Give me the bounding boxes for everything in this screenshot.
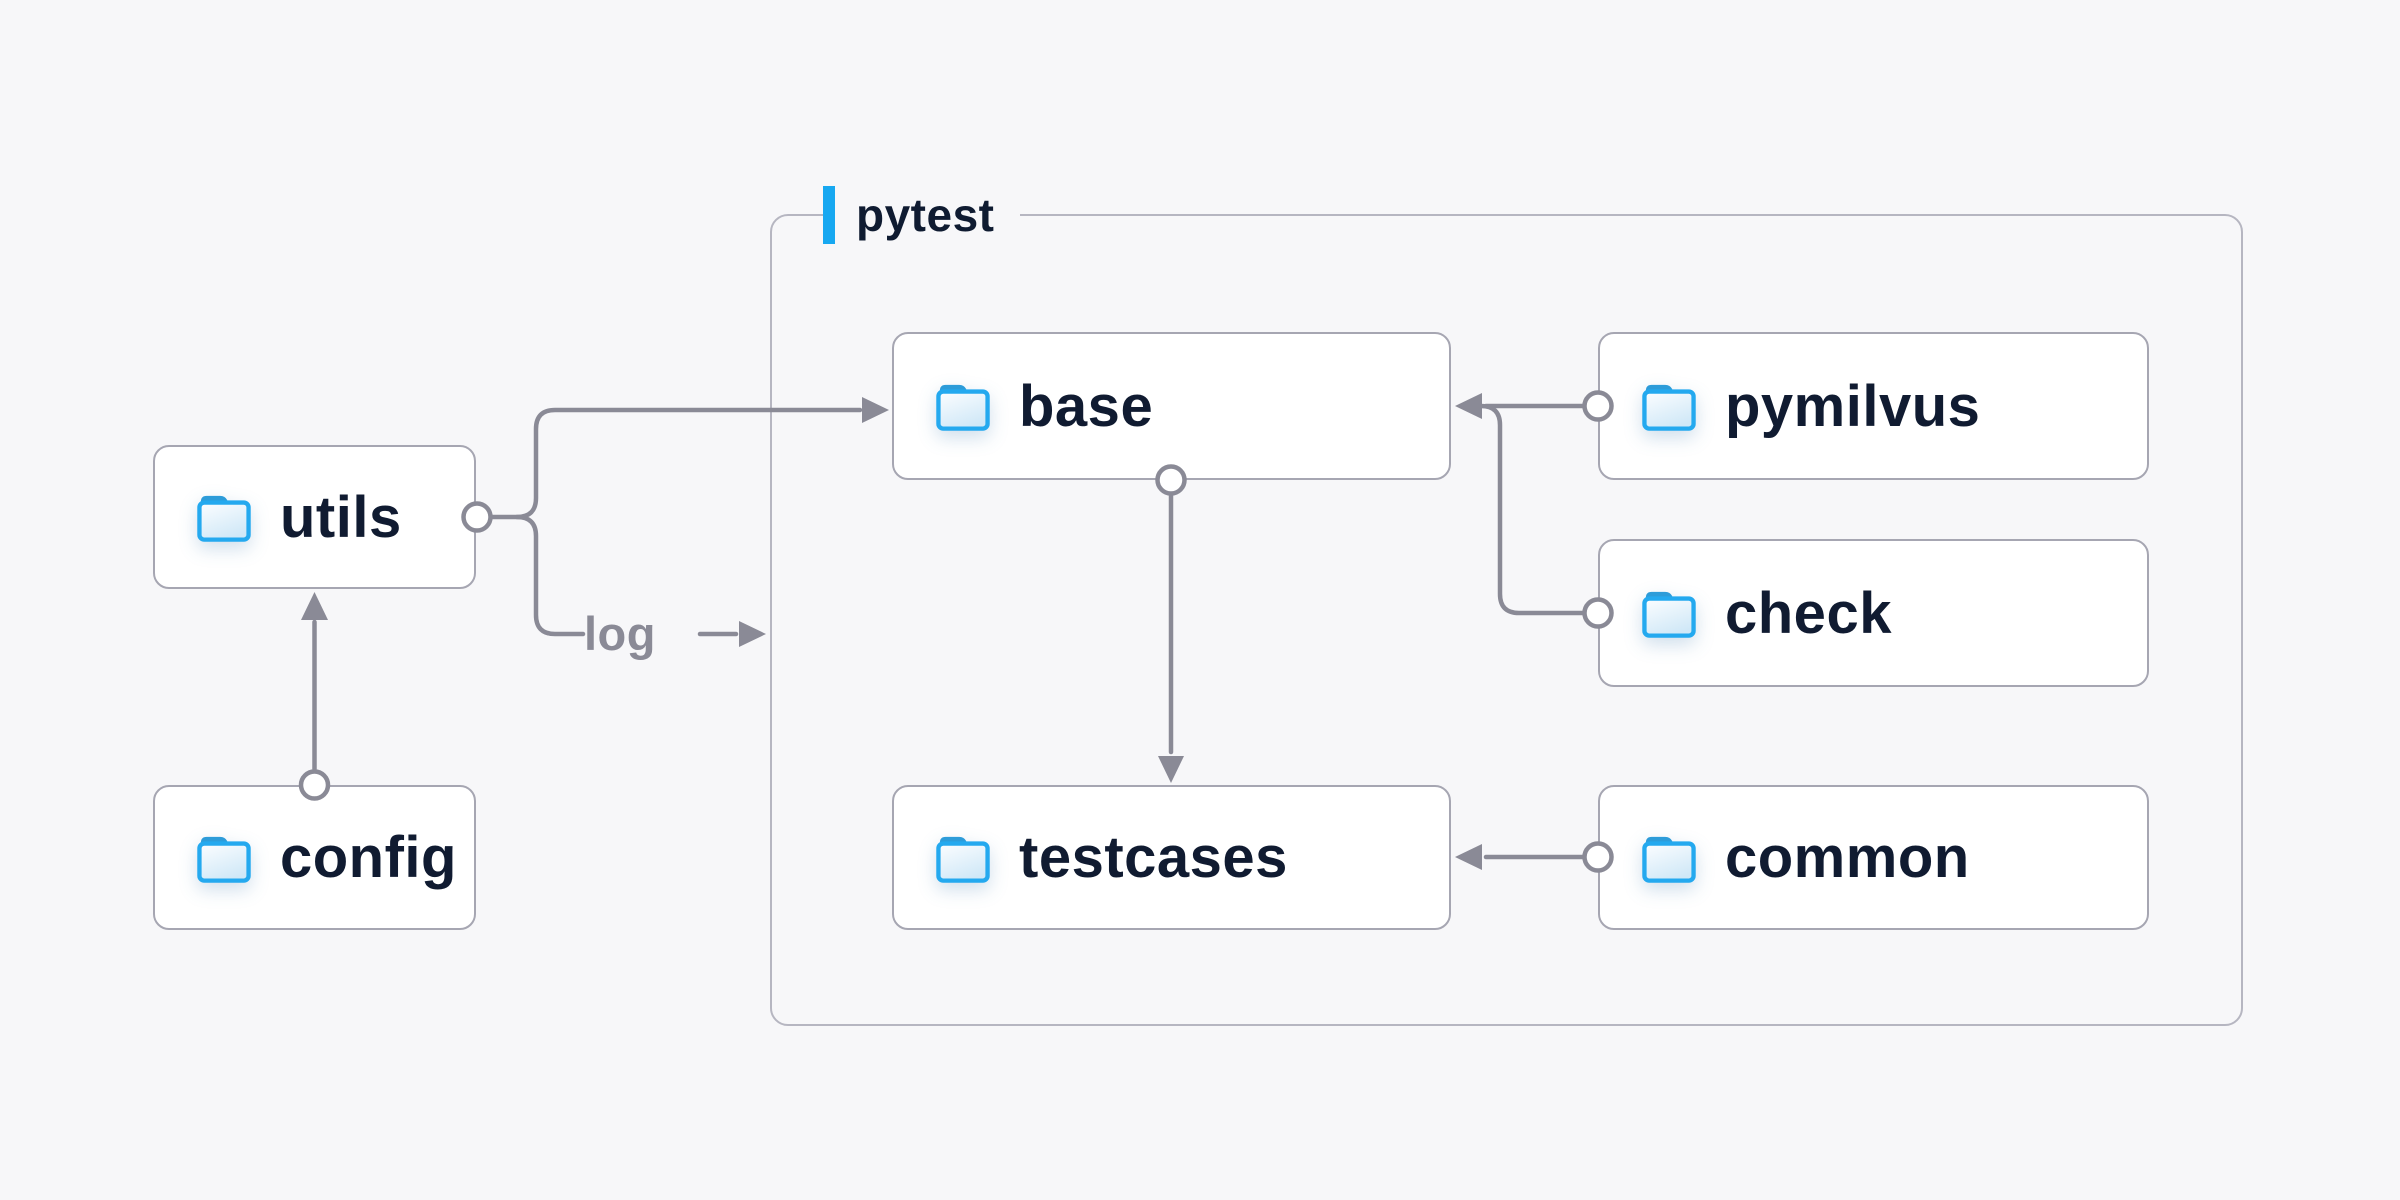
node-check: check xyxy=(1598,539,2149,687)
arrowhead-into-utils xyxy=(301,592,328,620)
node-label: pymilvus xyxy=(1725,373,1981,439)
node-label: check xyxy=(1725,580,1892,646)
accent-bar xyxy=(823,186,835,244)
node-label: base xyxy=(1019,373,1154,439)
folder-icon xyxy=(195,491,253,543)
folder-icon xyxy=(934,832,992,884)
edge-label-log: log xyxy=(584,607,656,660)
node-label: testcases xyxy=(1019,825,1288,890)
node-utils: utils xyxy=(153,445,476,589)
node-base: base xyxy=(892,332,1451,480)
node-label: common xyxy=(1725,825,1970,890)
edge-utils-log xyxy=(514,514,586,637)
node-testcases: testcases xyxy=(892,785,1451,930)
folder-icon xyxy=(1640,587,1698,639)
pytest-group-label: pytest xyxy=(823,185,1021,245)
folder-icon xyxy=(934,380,992,432)
folder-icon xyxy=(1640,380,1698,432)
arrowhead-log xyxy=(739,621,766,647)
node-pymilvus: pymilvus xyxy=(1598,332,2149,480)
node-config: config xyxy=(153,785,476,930)
group-title: pytest xyxy=(856,189,995,241)
pytest-group-container xyxy=(770,214,2243,1026)
node-label: config xyxy=(280,825,457,890)
node-common: common xyxy=(1598,785,2149,930)
node-label: utils xyxy=(280,484,402,550)
folder-icon xyxy=(195,832,253,884)
folder-icon xyxy=(1640,832,1698,884)
